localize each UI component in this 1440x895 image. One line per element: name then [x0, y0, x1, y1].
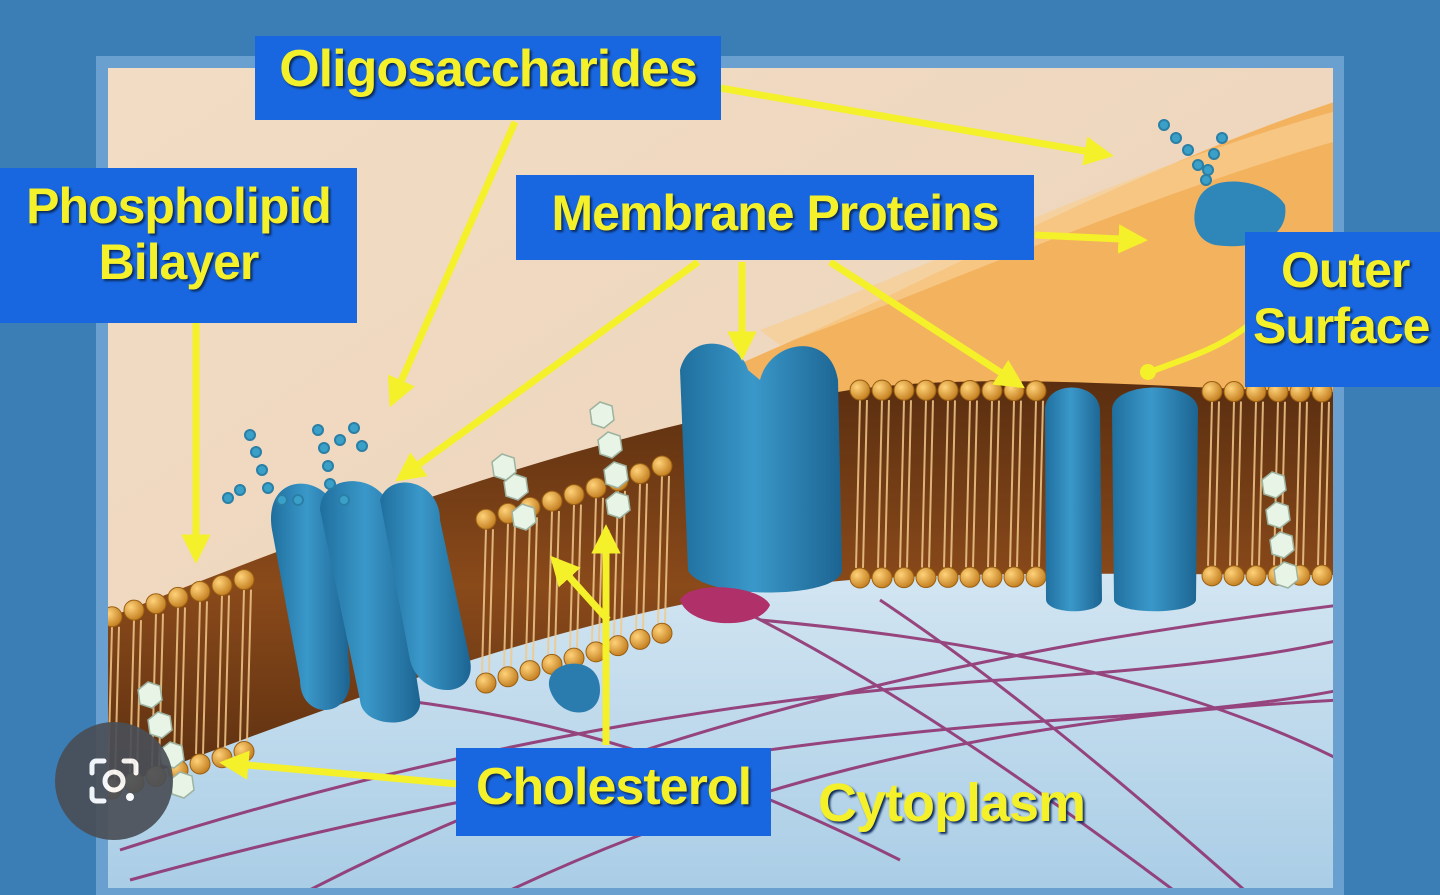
- lipid-head: [123, 599, 145, 621]
- lipid-head: [629, 463, 651, 485]
- label-cytoplasm: Cytoplasm: [818, 773, 1086, 833]
- cytoskeleton-fibers: [119, 588, 1333, 888]
- lipid-head: [651, 622, 673, 644]
- google-lens-icon: [89, 758, 139, 804]
- lipid-head: [497, 666, 519, 688]
- lipid-head: [189, 580, 211, 602]
- glycoprotein-outer: [1158, 119, 1286, 247]
- lipid-head: [959, 379, 981, 401]
- illustration-area: [108, 68, 1333, 888]
- arrow-cholesterol-left: [219, 750, 459, 788]
- oligosaccharide-chain-left: [222, 422, 368, 506]
- lipid-head: [871, 567, 893, 589]
- channel-protein: [1045, 387, 1198, 612]
- lipid-head: [915, 567, 937, 589]
- lipid-head: [849, 567, 871, 589]
- lipid-head: [1201, 380, 1223, 402]
- lipid-head: [981, 380, 1003, 402]
- arrow-oligo-to-left: [388, 120, 519, 408]
- lipid-head: [959, 566, 981, 588]
- lipid-head: [1025, 380, 1047, 402]
- lipid-head: [937, 566, 959, 588]
- arrow-proteins-outer: [1034, 224, 1148, 254]
- lipid-head: [607, 635, 629, 657]
- lipid-head: [145, 593, 167, 615]
- lipid-head: [108, 606, 123, 628]
- lipid-head: [893, 379, 915, 401]
- membrane-protein-left: [270, 481, 471, 723]
- label-outer-surface: Outer Surface: [1245, 232, 1440, 387]
- pointer-arrows: [181, 84, 1148, 788]
- arrow-proteins-left: [395, 259, 701, 482]
- cholesterol-molecules: [137, 401, 1299, 799]
- lipid-head: [651, 455, 673, 477]
- peripheral-protein-pink: [680, 587, 770, 624]
- peripheral-protein: [548, 663, 600, 713]
- lipid-head: [1245, 565, 1267, 587]
- lipid-head: [893, 567, 915, 589]
- lipid-head: [937, 379, 959, 401]
- lipid-head: [1223, 565, 1245, 587]
- lipid-tails: [108, 400, 1330, 779]
- label-oligosaccharides: Oligosaccharides: [255, 36, 721, 120]
- lipid-head: [475, 672, 497, 694]
- lipid-head: [189, 753, 211, 775]
- lipid-head: [1311, 564, 1333, 586]
- lipid-head: [541, 490, 563, 512]
- lipid-head: [519, 660, 541, 682]
- lipid-head: [1201, 565, 1223, 587]
- lipid-head: [211, 574, 233, 596]
- label-membrane-proteins: Membrane Proteins: [516, 175, 1034, 260]
- lipid-head: [563, 484, 585, 506]
- lipid-head: [871, 379, 893, 401]
- label-phospholipid-bilayer: Phospholipid Bilayer: [0, 168, 357, 323]
- lipid-head: [475, 508, 497, 530]
- label-cholesterol: Cholesterol: [456, 748, 771, 836]
- membrane-protein-center: [680, 343, 842, 593]
- lipid-head: [1025, 566, 1047, 588]
- arrow-cholesterol-up-b: [550, 555, 611, 623]
- lipid-head: [981, 566, 1003, 588]
- outer-surface-pointer: [1148, 317, 1257, 375]
- lipid-head: [629, 628, 651, 650]
- arrow-oligo-to-right: [719, 84, 1114, 166]
- lipid-head: [1223, 381, 1245, 403]
- lipid-head: [915, 379, 937, 401]
- lipid-head: [849, 379, 871, 401]
- lipid-head: [585, 477, 607, 499]
- arrow-proteins-channel: [828, 259, 1025, 389]
- lipid-head: [233, 569, 255, 591]
- lipid-head: [167, 586, 189, 608]
- lipid-head: [233, 741, 255, 763]
- lens-search-button[interactable]: [55, 722, 173, 840]
- lipid-head: [1003, 566, 1025, 588]
